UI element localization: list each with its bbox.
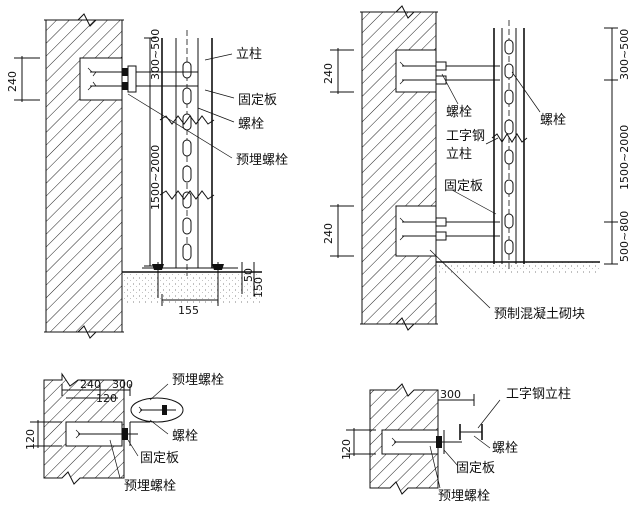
dim-120-bl-top: 120 [96, 392, 117, 405]
embed-block [79, 57, 123, 101]
elevation-left: 立柱 固定板 螺栓 预埋螺栓 240 300~500 1500~2000 155… [6, 13, 288, 339]
bolts-lower [399, 217, 500, 241]
dim-300-br: 300 [440, 388, 461, 401]
dim-120-bl-side: 120 [24, 429, 37, 450]
dim-500-800: 500~800 [618, 211, 631, 262]
label-embedded-bolt-br: 预埋螺栓 [438, 489, 490, 504]
elevation-right: 螺栓 螺栓 工字钢 立柱 固定板 预制混凝土砌块 240 240 300~500… [322, 5, 631, 331]
label-fixing-plate-right: 固定板 [444, 179, 483, 194]
label-precast-block: 预制混凝土砌块 [494, 306, 585, 322]
dim-1500-2000-right: 1500~2000 [618, 125, 631, 190]
label-bolt-right-b: 螺栓 [540, 113, 566, 128]
label-bolt: 螺栓 [238, 117, 264, 132]
label-bolt-bl: 螺栓 [172, 429, 198, 444]
label-fixing-plate-bl: 固定板 [140, 451, 179, 466]
dimensions-right [330, 27, 618, 265]
dim-50: 50 [242, 268, 255, 282]
dim-240-right-lower: 240 [322, 223, 335, 244]
dim-300-bl: 300 [112, 378, 133, 391]
label-embedded-bolt: 预埋螺栓 [236, 153, 288, 168]
label-bolt-br: 螺栓 [492, 441, 518, 456]
ground-left [122, 272, 262, 304]
dim-240-right-upper: 240 [322, 63, 335, 84]
column-elevation-right [491, 20, 528, 272]
dim-150: 150 [252, 277, 265, 298]
dim-155: 155 [178, 304, 199, 317]
leaders-left [127, 53, 235, 159]
label-i-beam-line1: 工字钢 [446, 129, 485, 144]
ground-right [436, 262, 600, 274]
dim-300-500-right: 300~500 [618, 29, 631, 80]
dim-300-500-left: 300~500 [149, 29, 162, 80]
dim-120-br: 120 [340, 439, 353, 460]
dim-1500-2000-left: 1500~2000 [149, 145, 162, 210]
leaders-right [429, 71, 541, 309]
precast-block-lower [395, 205, 437, 257]
bolts-upper [399, 61, 500, 85]
label-bolt-right-a: 螺栓 [446, 105, 472, 120]
dimensions-left [14, 37, 255, 306]
label-embedded-bolt-bl-top: 预埋螺栓 [172, 373, 224, 388]
label-i-beam-column-br: 工字钢立柱 [506, 387, 571, 402]
label-embedded-bolt-bl-bottom: 预埋螺栓 [124, 479, 176, 494]
label-fixing-plate-br: 固定板 [456, 461, 495, 476]
label-i-beam-line2: 立柱 [446, 147, 472, 162]
column-elevation [127, 30, 215, 276]
plan-right: 工字钢立柱 螺栓 固定板 预埋螺栓 300 120 [340, 383, 571, 504]
precast-block-upper [395, 49, 437, 93]
dim-240-left: 240 [6, 71, 19, 92]
label-column: 立柱 [236, 47, 262, 62]
plan-left: 预埋螺栓 螺栓 固定板 预埋螺栓 240 300 120 120 [24, 372, 224, 494]
dim-240-bl: 240 [80, 378, 101, 391]
label-fixing-plate: 固定板 [238, 93, 277, 108]
